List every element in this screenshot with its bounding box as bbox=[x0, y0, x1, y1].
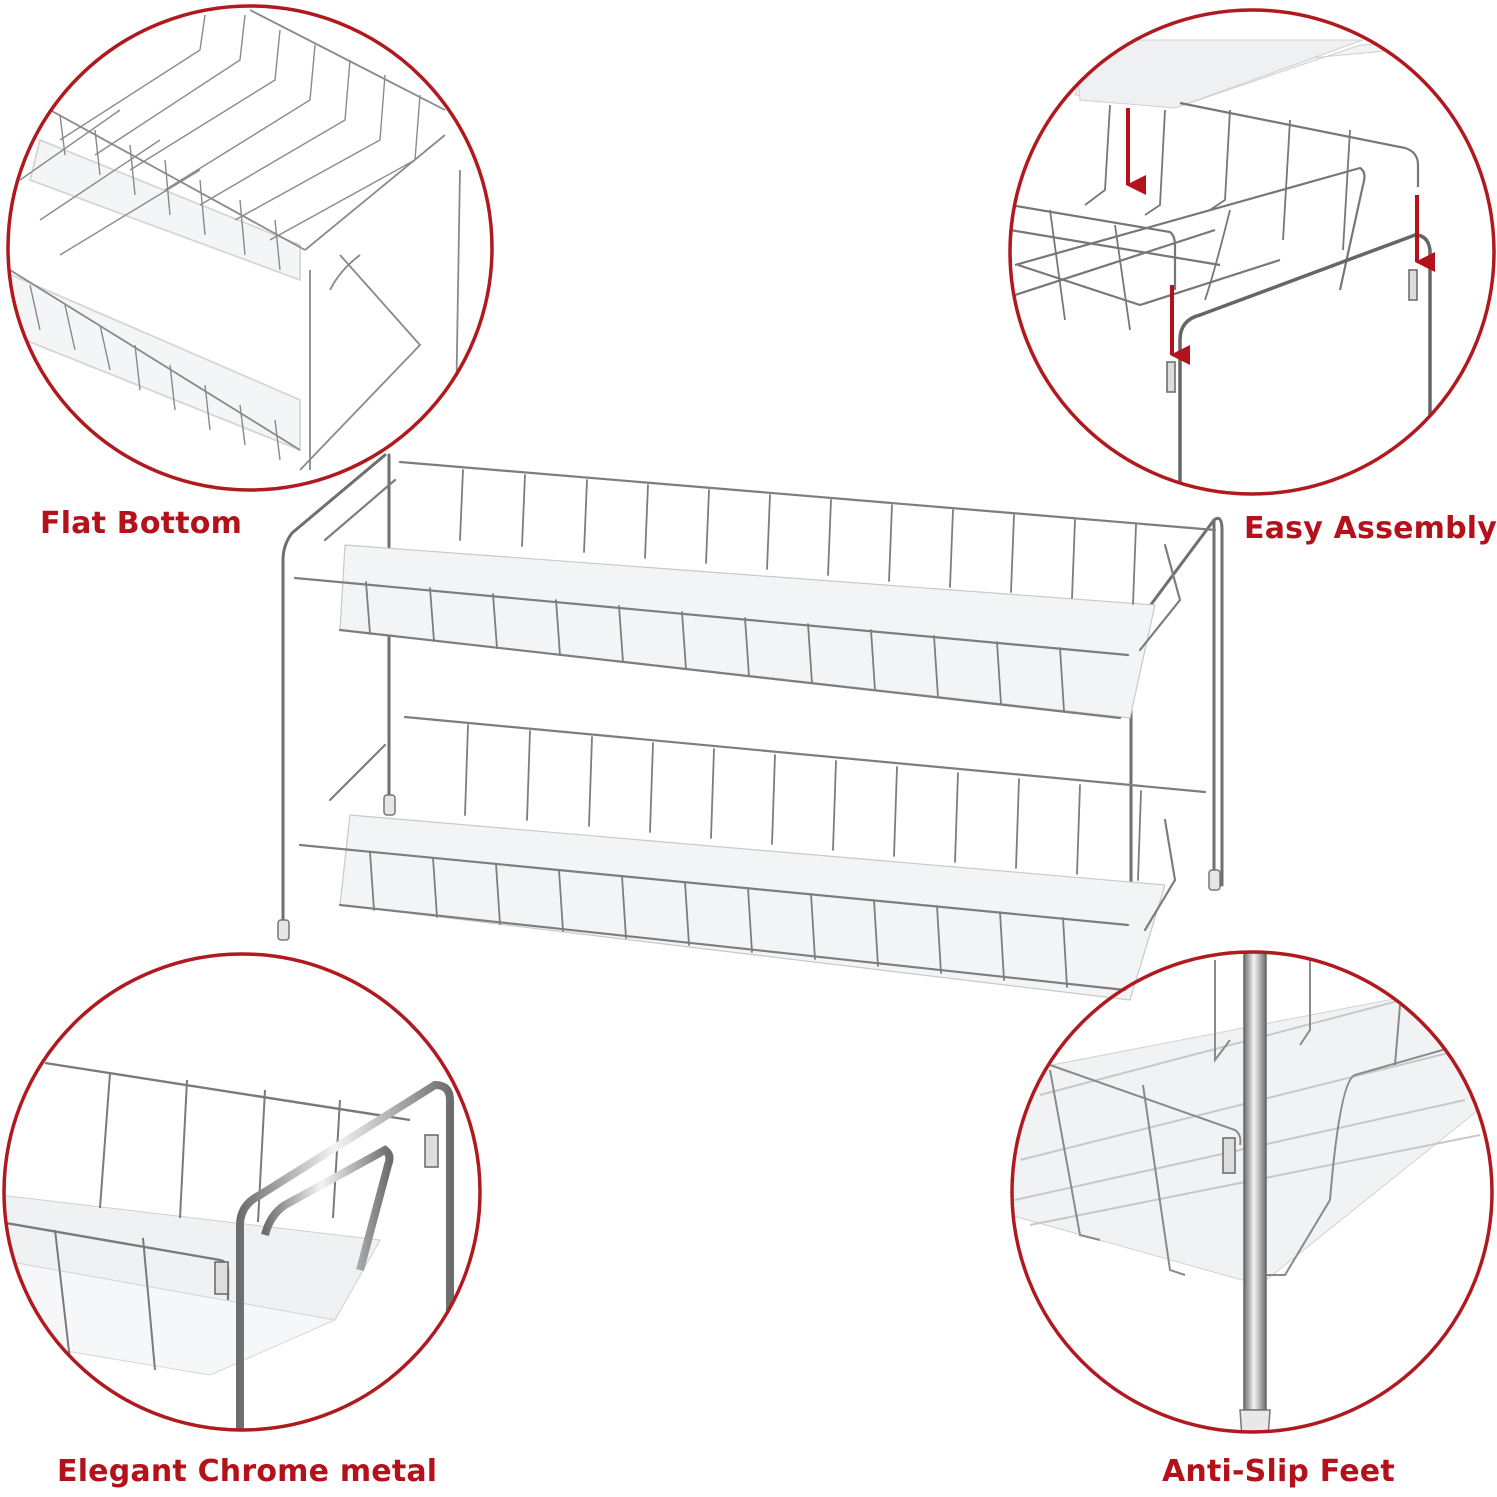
feature-label-easy-assembly: Easy Assembly bbox=[1244, 511, 1497, 546]
chrome-leg bbox=[1239, 952, 1271, 1432]
main-rack-illustration bbox=[277, 453, 1224, 1001]
detail-ring bbox=[1008, 8, 1496, 496]
assembly-arrows bbox=[1126, 108, 1435, 365]
feature-label-elegant-chrome: Elegant Chrome metal bbox=[57, 1454, 438, 1489]
detail-circle-anti-slip-feet bbox=[1010, 950, 1494, 1434]
bottom-tier-basket bbox=[298, 715, 1207, 1001]
detail-ring bbox=[2, 952, 482, 1432]
feature-label-flat-bottom: Flat Bottom bbox=[40, 506, 243, 541]
detail-ring bbox=[1010, 950, 1494, 1434]
feet bbox=[277, 794, 1221, 941]
detail-circle-easy-assembly bbox=[1008, 8, 1496, 496]
rubber-foot-icon bbox=[1239, 1409, 1271, 1432]
detail-circle-flat-bottom bbox=[6, 4, 494, 492]
detail-circle-elegant-chrome bbox=[2, 952, 482, 1432]
top-tier-basket bbox=[293, 460, 1217, 720]
detail-ring bbox=[6, 4, 494, 492]
leg-frame bbox=[1178, 233, 1432, 494]
feature-label-anti-slip-feet: Anti-Slip Feet bbox=[1162, 1454, 1395, 1489]
